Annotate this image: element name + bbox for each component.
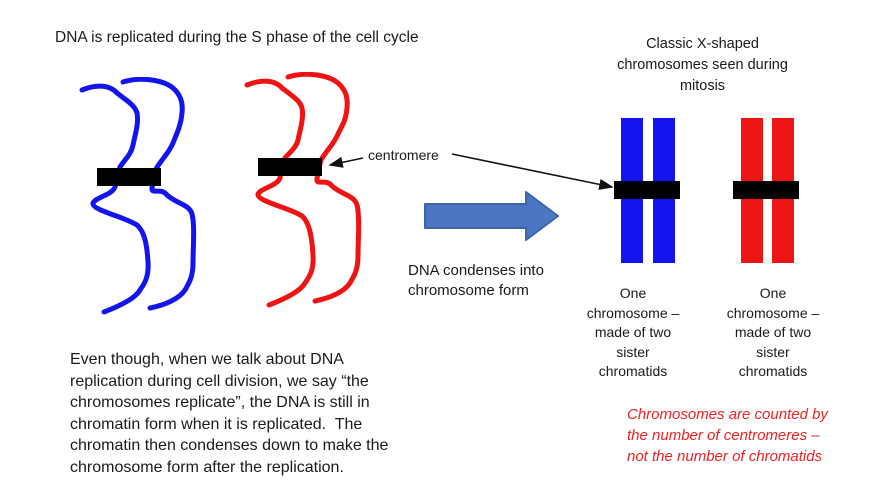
blue-chromosome-label-line-4: sister	[616, 343, 650, 360]
counting-note-line-3: not the number of chromatids	[627, 448, 823, 465]
blue-chromosome-label-line-1: One	[619, 285, 647, 301]
condense-block-arrow	[424, 191, 559, 241]
blue-chromatin-strand-left	[79, 83, 151, 315]
red-chromosome-label-line-1: One	[759, 285, 787, 301]
red-chromatin-centromere-bar	[258, 158, 322, 176]
red-chromatin-strand-right	[285, 72, 362, 304]
red-chromatin-drawing	[244, 72, 362, 308]
condense-caption-line-2: chromosome form	[408, 282, 529, 299]
blue-chromosome-label-line-5: chromatids	[598, 363, 668, 379]
blue-chromosome-label: One chromosome – made of two sister chro…	[573, 284, 693, 382]
condense-caption-line-1: DNA condenses into	[408, 262, 544, 279]
red-chromosome-drawing	[733, 118, 799, 263]
red-chromatin-strand-left	[244, 78, 316, 308]
red-chromosome-centromere-bar	[733, 181, 799, 199]
centromere-label: centromere	[368, 147, 439, 163]
body-paragraph-line-1: Even though, when we talk about DNA	[70, 351, 344, 368]
block-arrow-shape	[424, 191, 559, 241]
blue-chromosome-drawing	[614, 118, 680, 263]
red-chromosome-label-line-2: chromosome –	[726, 304, 820, 321]
mitosis-caption-line-2: chromosomes seen during	[617, 57, 788, 73]
counting-note-line-2: the number of centromeres –	[627, 427, 820, 444]
body-paragraph: Even though, when we talk about DNA repl…	[70, 349, 388, 478]
blue-chromatin-drawing	[79, 77, 197, 315]
red-chromosome-label: One chromosome – made of two sister chro…	[713, 284, 833, 382]
body-paragraph-line-4: chromatin form when it is replicated. Th…	[70, 415, 363, 433]
blue-chromatin-centromere-bar	[97, 168, 161, 186]
mitosis-caption: Classic X-shaped chromosomes seen during…	[585, 34, 820, 97]
counting-note: Chromosomes are counted by the number of…	[627, 404, 828, 467]
blue-chromosome-centromere-bar	[614, 181, 680, 199]
red-chromosome-label-line-5: chromatids	[738, 363, 808, 379]
blue-chromosome-label-line-3: made of two	[594, 324, 672, 340]
condense-caption: DNA condenses into chromosome form	[408, 261, 544, 301]
mitosis-caption-line-1: Classic X-shaped	[646, 36, 759, 52]
body-paragraph-line-6: chromosome form after the replication.	[70, 458, 344, 476]
body-paragraph-line-3: chromosomes replicate”, the DNA is still…	[70, 394, 370, 411]
counting-note-line-1: Chromosomes are counted by	[627, 406, 828, 423]
slide-title: DNA is replicated during the S phase of …	[55, 29, 419, 46]
mitosis-caption-line-3: mitosis	[679, 78, 726, 94]
blue-chromatin-strand-right	[120, 77, 197, 311]
body-paragraph-line-5: chromatin then condenses down to make th…	[70, 437, 389, 454]
red-chromosome-label-line-4: sister	[756, 343, 790, 360]
arrow-to-blue-chromosome-centromere	[451, 153, 614, 190]
body-paragraph-line-2: replication during cell division, we say…	[70, 372, 369, 390]
red-chromosome-label-line-3: made of two	[734, 324, 812, 340]
blue-chromosome-label-line-2: chromosome –	[586, 304, 680, 321]
